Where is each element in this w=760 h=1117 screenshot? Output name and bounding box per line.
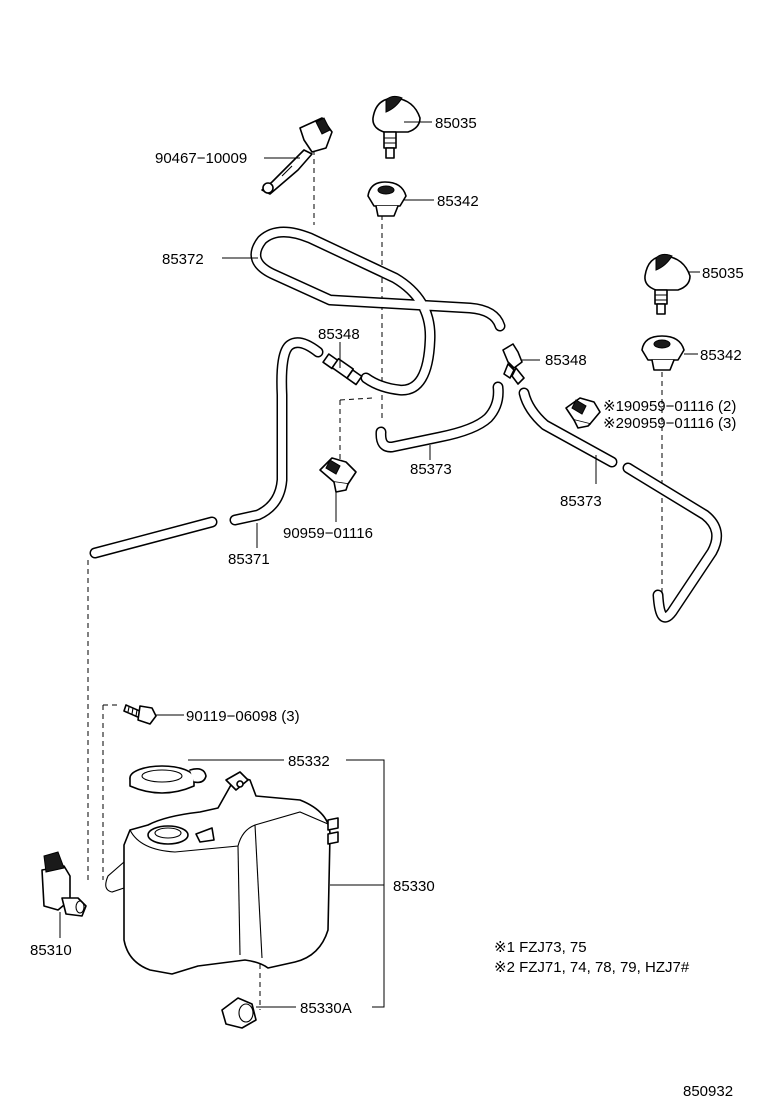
label-85372: 85372 xyxy=(162,251,204,268)
note-2: ※2 FZJ71, 74, 78, 79, HZJ7# xyxy=(494,959,690,976)
label-85332: 85332 xyxy=(288,753,330,770)
cap-85332 xyxy=(129,765,207,794)
pump-85310 xyxy=(41,851,87,917)
label-90959-01116: 90959−01116 xyxy=(283,525,373,542)
label-85310: 85310 xyxy=(30,942,72,959)
joint-85348-left xyxy=(322,353,363,386)
figure-id: 850932 xyxy=(683,1083,733,1100)
grommet-85342-left xyxy=(367,181,407,217)
label-85330: 85330 xyxy=(393,878,435,895)
tank-85330 xyxy=(105,771,339,975)
grommet-85330A xyxy=(221,997,257,1029)
label-85373-right: 85373 xyxy=(560,493,602,510)
label-85330A: 85330A xyxy=(300,1000,352,1017)
label-290959: ※290959−01116 (3) xyxy=(603,415,736,432)
label-85035-left: 85035 xyxy=(435,115,477,132)
clip-90467 xyxy=(261,117,333,195)
label-90119-06098: 90119−06098 (3) xyxy=(186,708,300,725)
hose-85373-right xyxy=(518,387,723,623)
leader-lines xyxy=(59,121,700,1008)
label-85035-right: 85035 xyxy=(702,265,744,282)
label-85342-left: 85342 xyxy=(437,193,479,210)
grommet-85342-right xyxy=(641,335,685,371)
label-85348-right: 85348 xyxy=(545,352,587,369)
hose-85371 xyxy=(89,337,324,559)
label-90467-10009: 90467−10009 xyxy=(155,150,247,167)
notes: ※1 FZJ73, 75 ※2 FZJ71, 74, 78, 79, HZJ7# xyxy=(494,939,690,976)
nozzle-85035-left xyxy=(372,95,421,159)
label-85348-left: 85348 xyxy=(318,326,360,343)
nozzle-85035-right xyxy=(644,253,691,315)
label-190959: ※190959−01116 (2) xyxy=(603,398,736,415)
clamp-x909 xyxy=(565,397,601,429)
joint-85348-right xyxy=(502,343,525,385)
clamp-90959 xyxy=(319,457,357,493)
label-85373-left: 85373 xyxy=(410,461,452,478)
note-1: ※1 FZJ73, 75 xyxy=(494,939,587,956)
label-85342-right: 85342 xyxy=(700,347,742,364)
part-labels: 90467−10009 85035 85342 85372 85035 8534… xyxy=(30,115,744,1017)
label-85371: 85371 xyxy=(228,551,270,568)
hose-85373-left xyxy=(375,381,504,453)
hose-85372 xyxy=(250,226,506,396)
bolt-90119 xyxy=(123,704,157,725)
